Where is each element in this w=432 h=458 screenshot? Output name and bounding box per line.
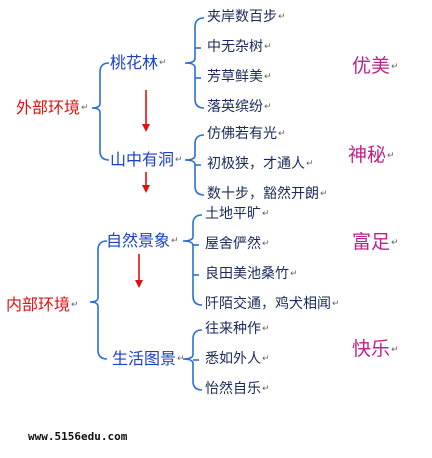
return-mark-icon: ↵ xyxy=(264,101,272,112)
leaf-item: 夹岸数百步↵ xyxy=(207,9,286,25)
return-mark-icon: ↵ xyxy=(278,128,286,139)
return-mark-icon: ↵ xyxy=(306,158,314,169)
return-mark-icon: ↵ xyxy=(391,344,399,355)
return-mark-icon: ↵ xyxy=(81,103,89,113)
return-mark-icon: ↵ xyxy=(177,354,185,364)
leaf-item: 芳草鲜美↵ xyxy=(207,69,272,85)
arrow-cave-to-nature-head xyxy=(142,185,150,193)
return-mark-icon: ↵ xyxy=(171,236,179,246)
bracket-external xyxy=(91,62,110,161)
leaf-item: 土地平旷↵ xyxy=(205,206,270,222)
website-footer: www.5156edu.com xyxy=(28,430,128,443)
leaf-item: 仿佛若有光↵ xyxy=(207,126,286,142)
leaf-item: 悉如外人↵ xyxy=(205,351,270,367)
leaf-item: 往来种作↵ xyxy=(205,321,270,337)
return-mark-icon: ↵ xyxy=(391,237,399,248)
return-mark-icon: ↵ xyxy=(278,11,286,22)
return-mark-icon: ↵ xyxy=(262,383,270,394)
return-mark-icon: ↵ xyxy=(391,61,399,72)
bracket-life-scene xyxy=(182,329,203,391)
bracket-internal xyxy=(89,240,108,360)
return-mark-icon: ↵ xyxy=(262,238,270,249)
return-mark-icon: ↵ xyxy=(262,208,270,219)
leaf-item: 屋舍俨然↵ xyxy=(205,236,270,252)
return-mark-icon: ↵ xyxy=(320,188,328,199)
return-mark-icon: ↵ xyxy=(332,298,340,309)
return-mark-icon: ↵ xyxy=(159,58,167,68)
summary-label-mysterious: 神秘↵ xyxy=(348,144,395,166)
node-label-natural-scene: 自然景象↵ xyxy=(106,231,179,250)
leaf-item: 阡陌交通，鸡犬相闻↵ xyxy=(205,296,340,312)
return-mark-icon: ↵ xyxy=(387,150,395,161)
arrow-group xyxy=(135,90,150,288)
return-mark-icon: ↵ xyxy=(262,353,270,364)
node-label-peach-grove: 桃花林↵ xyxy=(110,53,167,72)
return-mark-icon: ↵ xyxy=(264,41,272,52)
leaf-item: 中无杂树↵ xyxy=(207,39,272,55)
bracket-natural-scene xyxy=(182,214,203,306)
section-label-internal: 内部环境↵ xyxy=(6,295,79,314)
return-mark-icon: ↵ xyxy=(71,300,79,310)
leaf-item: 初极狭，才通人↵ xyxy=(207,156,314,172)
summary-label-beautiful: 优美↵ xyxy=(352,55,399,77)
return-mark-icon: ↵ xyxy=(262,323,270,334)
summary-label-prosperous: 富足↵ xyxy=(352,231,399,253)
summary-label-happy: 快乐↵ xyxy=(352,338,399,360)
leaf-item: 落英缤纷↵ xyxy=(207,99,272,115)
leaf-item: 怡然自乐↵ xyxy=(205,381,270,397)
return-mark-icon: ↵ xyxy=(175,155,183,165)
arrow-nature-to-life-head xyxy=(135,280,143,288)
arrow-external-flow-head xyxy=(142,124,150,132)
node-label-mountain-cave: 山中有洞↵ xyxy=(110,150,183,169)
leaf-item: 良田美池桑竹↵ xyxy=(205,266,298,282)
bracket-group xyxy=(89,17,205,391)
return-mark-icon: ↵ xyxy=(290,268,298,279)
bracket-mountain-cave xyxy=(184,134,205,196)
section-label-external: 外部环境↵ xyxy=(16,98,89,117)
return-mark-icon: ↵ xyxy=(264,71,272,82)
bracket-peach-grove xyxy=(184,17,205,109)
leaf-item: 数十步，豁然开朗↵ xyxy=(207,186,328,202)
node-label-life-scene: 生活图景↵ xyxy=(112,349,185,368)
